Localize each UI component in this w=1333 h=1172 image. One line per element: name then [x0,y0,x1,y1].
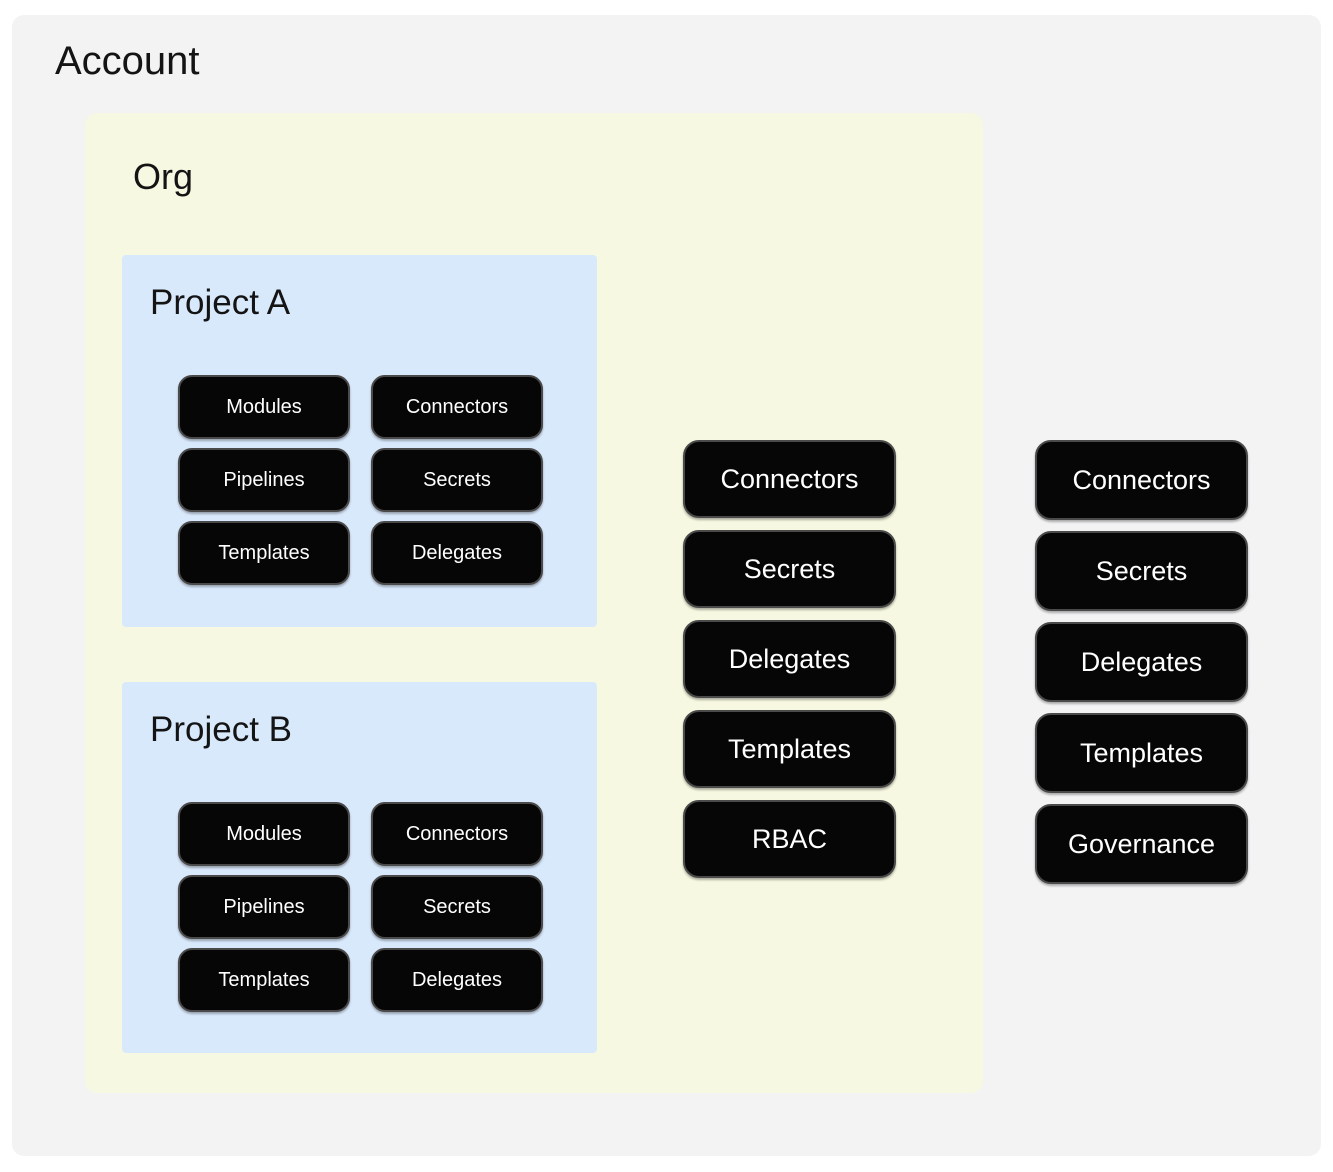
org-title: Org [133,156,194,197]
org-node-secrets: Secrets [683,530,896,608]
project-a-node-connectors: Connectors [371,375,543,439]
project-a-node-grid: Modules Connectors Pipelines Secrets Tem… [178,375,543,585]
project-b-node-modules: Modules [178,802,350,866]
project-b-node-pipelines: Pipelines [178,875,350,939]
project-a-node-pipelines: Pipelines [178,448,350,512]
org-node-connectors: Connectors [683,440,896,518]
project-b-node-secrets: Secrets [371,875,543,939]
account-node-secrets: Secrets [1035,531,1248,611]
org-node-delegates: Delegates [683,620,896,698]
account-node-templates: Templates [1035,713,1248,793]
project-a-node-secrets: Secrets [371,448,543,512]
project-a-node-delegates: Delegates [371,521,543,585]
project-b-title: Project B [150,710,292,749]
project-b-node-templates: Templates [178,948,350,1012]
account-node-delegates: Delegates [1035,622,1248,702]
project-a-node-modules: Modules [178,375,350,439]
project-a-node-templates: Templates [178,521,350,585]
project-b-node-connectors: Connectors [371,802,543,866]
org-resource-column: Connectors Secrets Delegates Templates R… [683,440,896,878]
project-b-node-delegates: Delegates [371,948,543,1012]
org-node-templates: Templates [683,710,896,788]
project-b-node-grid: Modules Connectors Pipelines Secrets Tem… [178,802,543,1012]
project-a-title: Project A [150,283,291,322]
account-title: Account [55,39,200,83]
account-node-connectors: Connectors [1035,440,1248,520]
org-node-rbac: RBAC [683,800,896,878]
account-node-governance: Governance [1035,804,1248,884]
account-resource-column: Connectors Secrets Delegates Templates G… [1035,440,1248,884]
